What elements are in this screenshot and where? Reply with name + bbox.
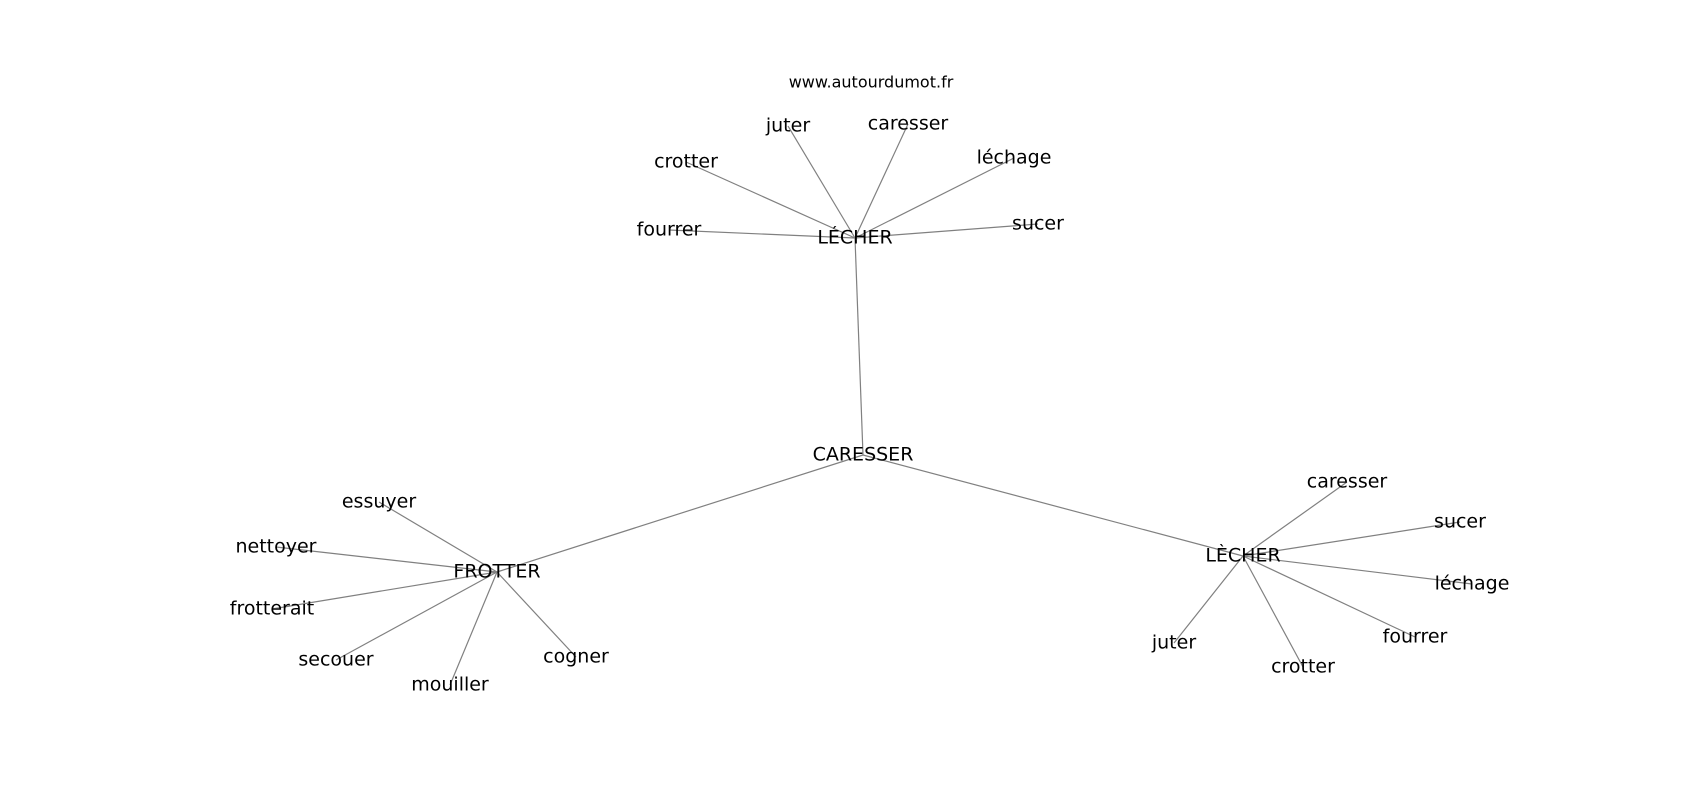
leaf-node-label[interactable]: crotter <box>654 151 718 173</box>
leaf-node-label[interactable]: nettoyer <box>235 536 316 558</box>
center-node-label[interactable]: CARESSER <box>813 444 914 466</box>
edge-hub-to-leaf <box>787 125 856 239</box>
leaf-node-label[interactable]: caresser <box>868 113 949 135</box>
leaf-node-label[interactable]: mouiller <box>411 674 489 696</box>
leaf-node-label[interactable]: cogner <box>543 646 609 668</box>
edge-center-to-hub <box>496 454 864 573</box>
hub-node-label[interactable]: LÈCHER <box>1205 544 1280 567</box>
edge-hub-to-leaf <box>854 123 909 239</box>
edge-hub-to-leaf <box>1242 555 1473 585</box>
edge-hub-to-leaf <box>1173 555 1244 644</box>
graph-edges <box>271 123 1473 686</box>
edge-hub-to-leaf <box>378 501 498 573</box>
edge-hub-to-leaf <box>1242 521 1461 557</box>
edge-hub-to-leaf <box>854 223 1039 239</box>
leaf-node-label[interactable]: juter <box>1151 632 1196 654</box>
edge-hub-to-leaf <box>496 571 577 658</box>
edge-hub-to-leaf <box>275 546 498 573</box>
leaf-node-label[interactable]: secouer <box>298 649 373 671</box>
hub-node-label[interactable]: FROTTER <box>453 561 540 583</box>
leaf-node-label[interactable]: crotter <box>1271 656 1335 678</box>
graph-labels: www.autourdumot.fr CARESSER LÉCHER fourrer… <box>230 73 1510 696</box>
leaf-node-label[interactable]: léchage <box>1435 573 1510 595</box>
edge-hub-to-leaf <box>1242 555 1416 638</box>
leaf-node-label[interactable]: essuyer <box>342 491 416 513</box>
edge-hub-to-leaf <box>854 157 1015 239</box>
edge-hub-to-leaf <box>271 571 498 610</box>
leaf-node-label[interactable]: sucer <box>1434 511 1486 533</box>
leaf-node-label[interactable]: léchage <box>977 147 1052 169</box>
edge-hub-to-leaf <box>1242 481 1348 557</box>
leaf-node-label[interactable]: caresser <box>1307 471 1388 493</box>
leaf-node-label[interactable]: fourrer <box>1383 626 1448 648</box>
edge-center-to-hub <box>862 454 1244 557</box>
hub-node-label[interactable]: LÉCHER <box>817 226 892 249</box>
edge-hub-to-leaf <box>1242 555 1304 668</box>
edge-hub-to-leaf <box>668 229 856 239</box>
edge-hub-to-leaf <box>685 161 856 239</box>
leaf-node-label[interactable]: sucer <box>1012 213 1064 235</box>
leaf-node-label[interactable]: frotterait <box>230 598 314 620</box>
watermark-text: www.autourdumot.fr <box>789 73 954 92</box>
edge-center-to-hub <box>854 237 864 456</box>
leaf-node-label[interactable]: fourrer <box>637 219 702 241</box>
leaf-node-label[interactable]: juter <box>765 115 810 137</box>
edge-hub-to-leaf <box>335 571 498 661</box>
edge-hub-to-leaf <box>449 571 498 686</box>
